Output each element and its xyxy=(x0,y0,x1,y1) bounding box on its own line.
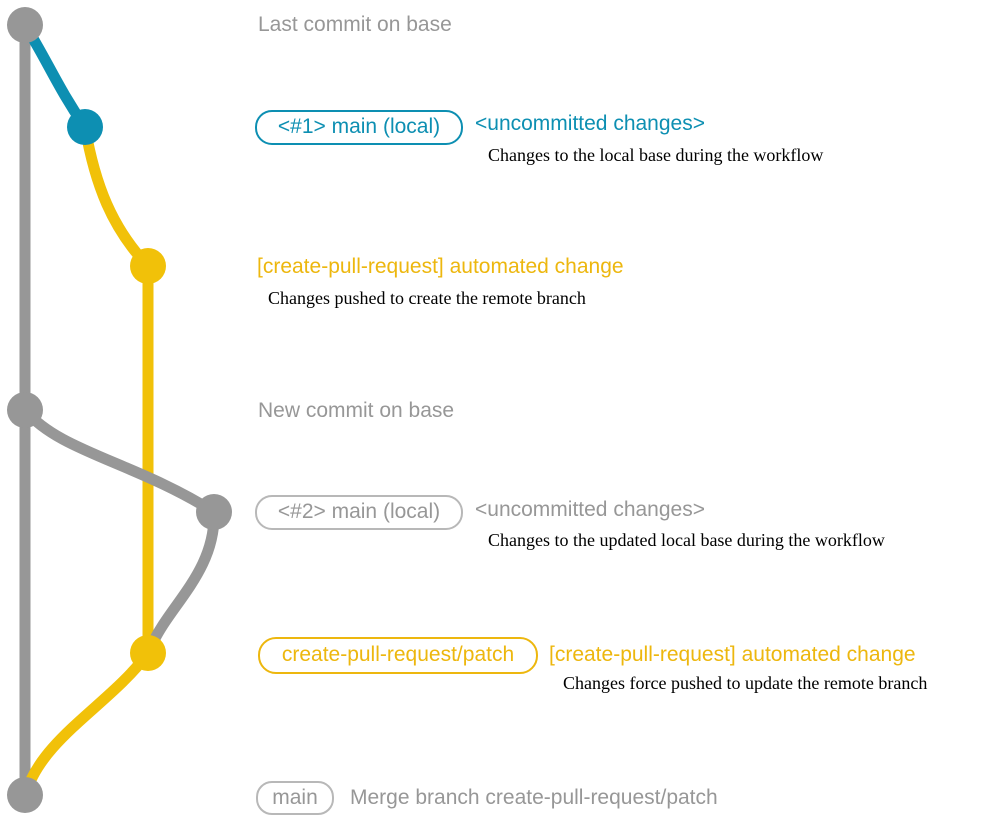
commit1-title: [create-pull-request] automated change xyxy=(257,255,624,278)
commit2-description: Changes force pushed to update the remot… xyxy=(563,673,928,693)
commit-dot-last-commit xyxy=(7,7,43,43)
branch1-description: Changes to the local base during the wor… xyxy=(488,145,824,165)
new-commit-label: New commit on base xyxy=(258,399,455,422)
branch-badge-main-local-1: <#1> main (local) xyxy=(255,110,463,145)
commit-dot-merge xyxy=(7,777,43,813)
branch-badge-label: <#1> main (local) xyxy=(277,115,441,139)
commit-dot-new-commit xyxy=(7,392,43,428)
pr-branch-curve-top xyxy=(79,121,154,272)
commit-dot-local-main-2 xyxy=(196,494,232,530)
branch-badge-main-local-2: <#2> main (local) xyxy=(255,495,463,530)
merge-to-base-curve xyxy=(20,647,154,799)
commit2-title: [create-pull-request] automated change xyxy=(549,643,916,666)
uncommitted-changes-label-2: <uncommitted changes> xyxy=(475,498,705,521)
commit1-description: Changes pushed to create the remote bran… xyxy=(268,288,586,308)
branch-badge-label: <#2> main (local) xyxy=(277,500,441,524)
branch-badge-main: main xyxy=(256,781,334,815)
commit-dot-pr-branch-2 xyxy=(130,635,166,671)
uncommitted-changes-label-1: <uncommitted changes> xyxy=(475,112,705,135)
branch-badge-pr-patch: create-pull-request/patch xyxy=(258,637,538,674)
commit-dot-pr-branch-1 xyxy=(130,248,166,284)
branch2-description: Changes to the updated local base during… xyxy=(488,530,885,550)
rebase-to-pr-branch-curve xyxy=(145,506,220,653)
updated-base-curve xyxy=(19,404,220,518)
branch-badge-label: main xyxy=(272,785,318,809)
merge-commit-label: Merge branch create-pull-request/patch xyxy=(350,786,718,809)
branch-badge-label: create-pull-request/patch xyxy=(281,643,515,667)
last-commit-label: Last commit on base xyxy=(258,13,452,36)
commit-dot-local-main-1 xyxy=(67,109,103,145)
